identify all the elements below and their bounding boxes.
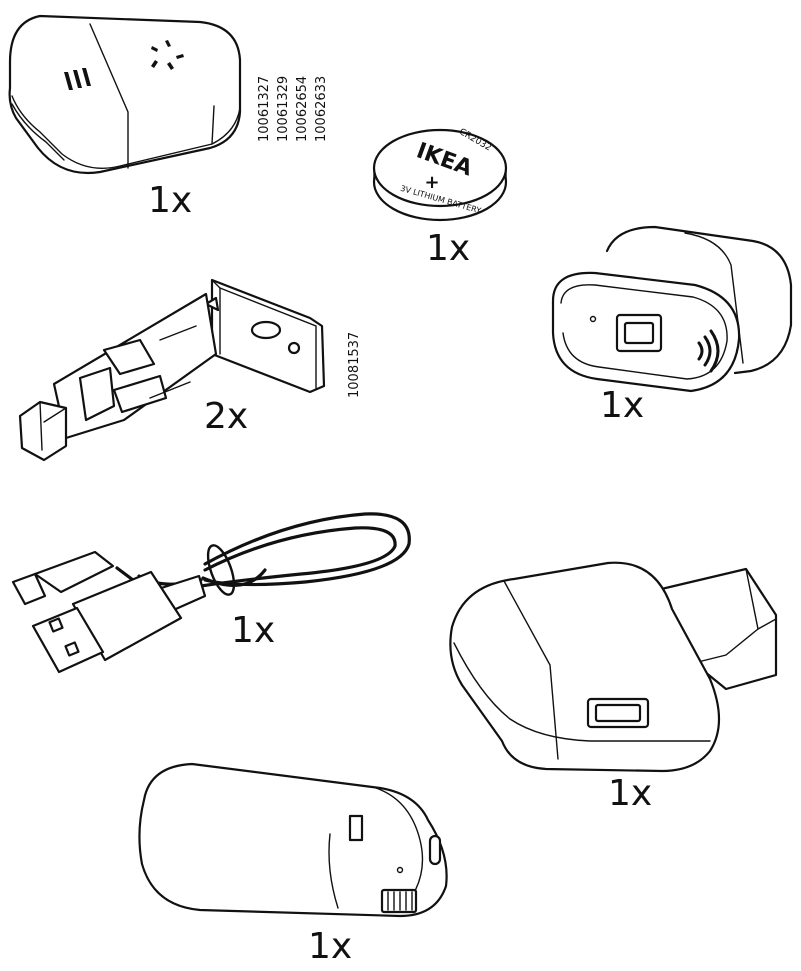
usb-cable-part: 1x [5, 500, 425, 680]
usb-charger-illustration [449, 561, 778, 773]
article-number: 10061327 [257, 75, 272, 142]
coin-battery-illustration: IKEA CR2032 + 3V LITHIUM BATTERY [372, 127, 508, 222]
signal-repeater-illustration [551, 225, 793, 393]
quantity-label: 2x [204, 396, 249, 437]
usb-cable-illustration [11, 512, 411, 674]
battery-polarity: + [424, 172, 439, 193]
article-number: 10081537 [347, 331, 362, 398]
signal-repeater-part: 1x [545, 215, 795, 435]
quantity-label: 1x [608, 773, 653, 814]
wall-bracket-part: 10081537 2x [10, 270, 370, 470]
quantity-label: 1x [600, 385, 645, 426]
article-number: 10061329 [276, 75, 291, 142]
quantity-label: 1x [231, 610, 276, 651]
quantity-label: 1x [308, 926, 353, 967]
quantity-label: 1x [426, 228, 471, 269]
coin-battery-part: IKEA CR2032 + 3V LITHIUM BATTERY 1x [360, 110, 530, 270]
shortcut-button-part: 10061327 10061329 10062654 10062633 1x [0, 0, 340, 230]
battery-pack-part: 1x [130, 760, 470, 971]
article-number: 10062654 [295, 75, 310, 142]
battery-pack-illustration [138, 762, 448, 918]
sun-icon [151, 40, 184, 70]
wall-bracket-illustration [18, 278, 326, 462]
article-number: 10062633 [314, 75, 329, 142]
quantity-label: 1x [148, 180, 193, 221]
shortcut-button-illustration [8, 14, 242, 174]
usb-charger-part: 1x [440, 555, 790, 815]
wireless-signal-icon [697, 329, 720, 373]
